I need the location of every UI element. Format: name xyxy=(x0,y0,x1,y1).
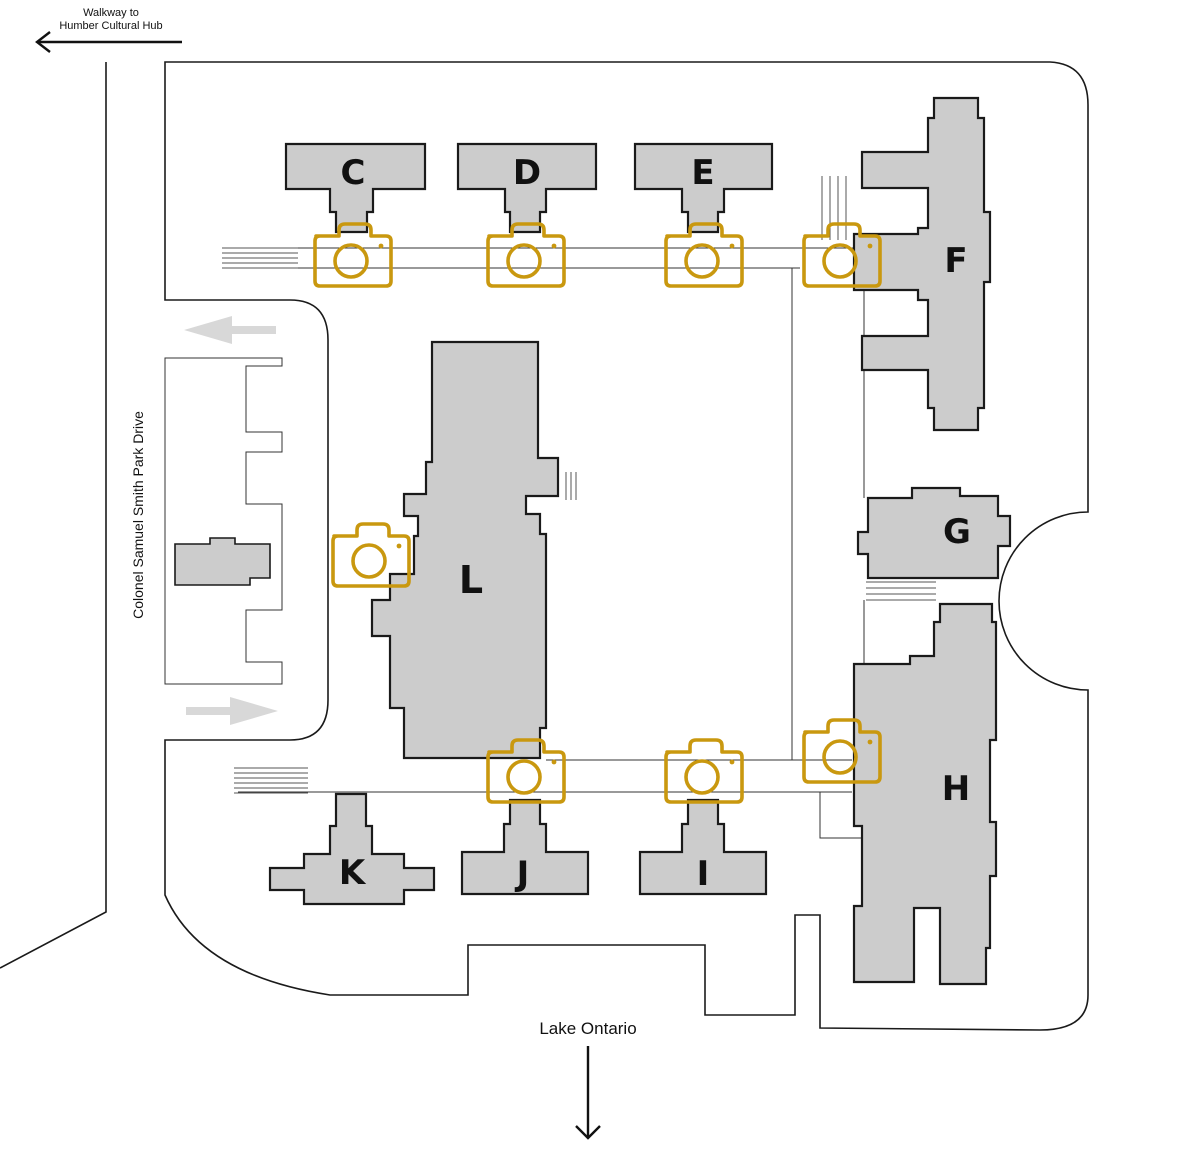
stairs-bottom-left xyxy=(234,767,308,794)
parking-booth xyxy=(174,537,271,586)
building-j-label: J xyxy=(515,854,530,894)
arrow-left-icon xyxy=(35,31,182,53)
lake-direction: Lake Ontario xyxy=(539,1019,637,1140)
building-c-label: C xyxy=(341,153,366,193)
building-i[interactable]: I xyxy=(638,798,768,896)
road-name: Colonel Samuel Smith Park Drive xyxy=(130,411,146,619)
traffic-arrow-icon xyxy=(186,697,278,725)
building-f[interactable]: F xyxy=(852,96,992,432)
lake-label: Lake Ontario xyxy=(539,1019,636,1038)
building-j[interactable]: J xyxy=(460,798,590,896)
walkway-label-line1: Walkway to xyxy=(83,7,139,19)
camera-icon[interactable] xyxy=(486,222,566,288)
building-l[interactable]: L xyxy=(370,340,560,760)
building-d[interactable]: D xyxy=(456,142,598,234)
campus-boundary xyxy=(164,61,1089,1031)
building-h[interactable]: H xyxy=(852,602,998,986)
stairs-top-left xyxy=(222,247,298,269)
parking-lot xyxy=(164,357,283,685)
stairs-top-right xyxy=(821,176,847,240)
building-k-label: K xyxy=(339,853,367,893)
building-c[interactable]: C xyxy=(284,142,427,234)
building-f-label: F xyxy=(944,241,967,281)
camera-icon[interactable] xyxy=(664,222,744,288)
walkway-direction: Walkway to Humber Cultural Hub xyxy=(35,7,182,53)
building-i-label: I xyxy=(697,854,710,894)
stairs-center xyxy=(565,472,577,500)
building-g[interactable]: G xyxy=(856,486,1012,580)
camera-icon[interactable] xyxy=(313,222,393,288)
traffic-arrow-icon xyxy=(184,316,276,344)
building-g-label: G xyxy=(943,512,971,552)
road: Colonel Samuel Smith Park Drive xyxy=(0,62,146,969)
arrow-down-icon xyxy=(575,1046,601,1140)
building-d-label: D xyxy=(513,153,541,193)
building-h-label: H xyxy=(942,769,970,809)
building-e[interactable]: E xyxy=(633,142,774,234)
walkway-label-line2: Humber Cultural Hub xyxy=(59,20,162,32)
stairs-right-mid xyxy=(866,581,936,601)
building-k[interactable]: K xyxy=(268,792,436,906)
building-l-label: L xyxy=(459,558,483,602)
camera-icon[interactable] xyxy=(664,738,744,804)
building-e-label: E xyxy=(691,153,714,193)
